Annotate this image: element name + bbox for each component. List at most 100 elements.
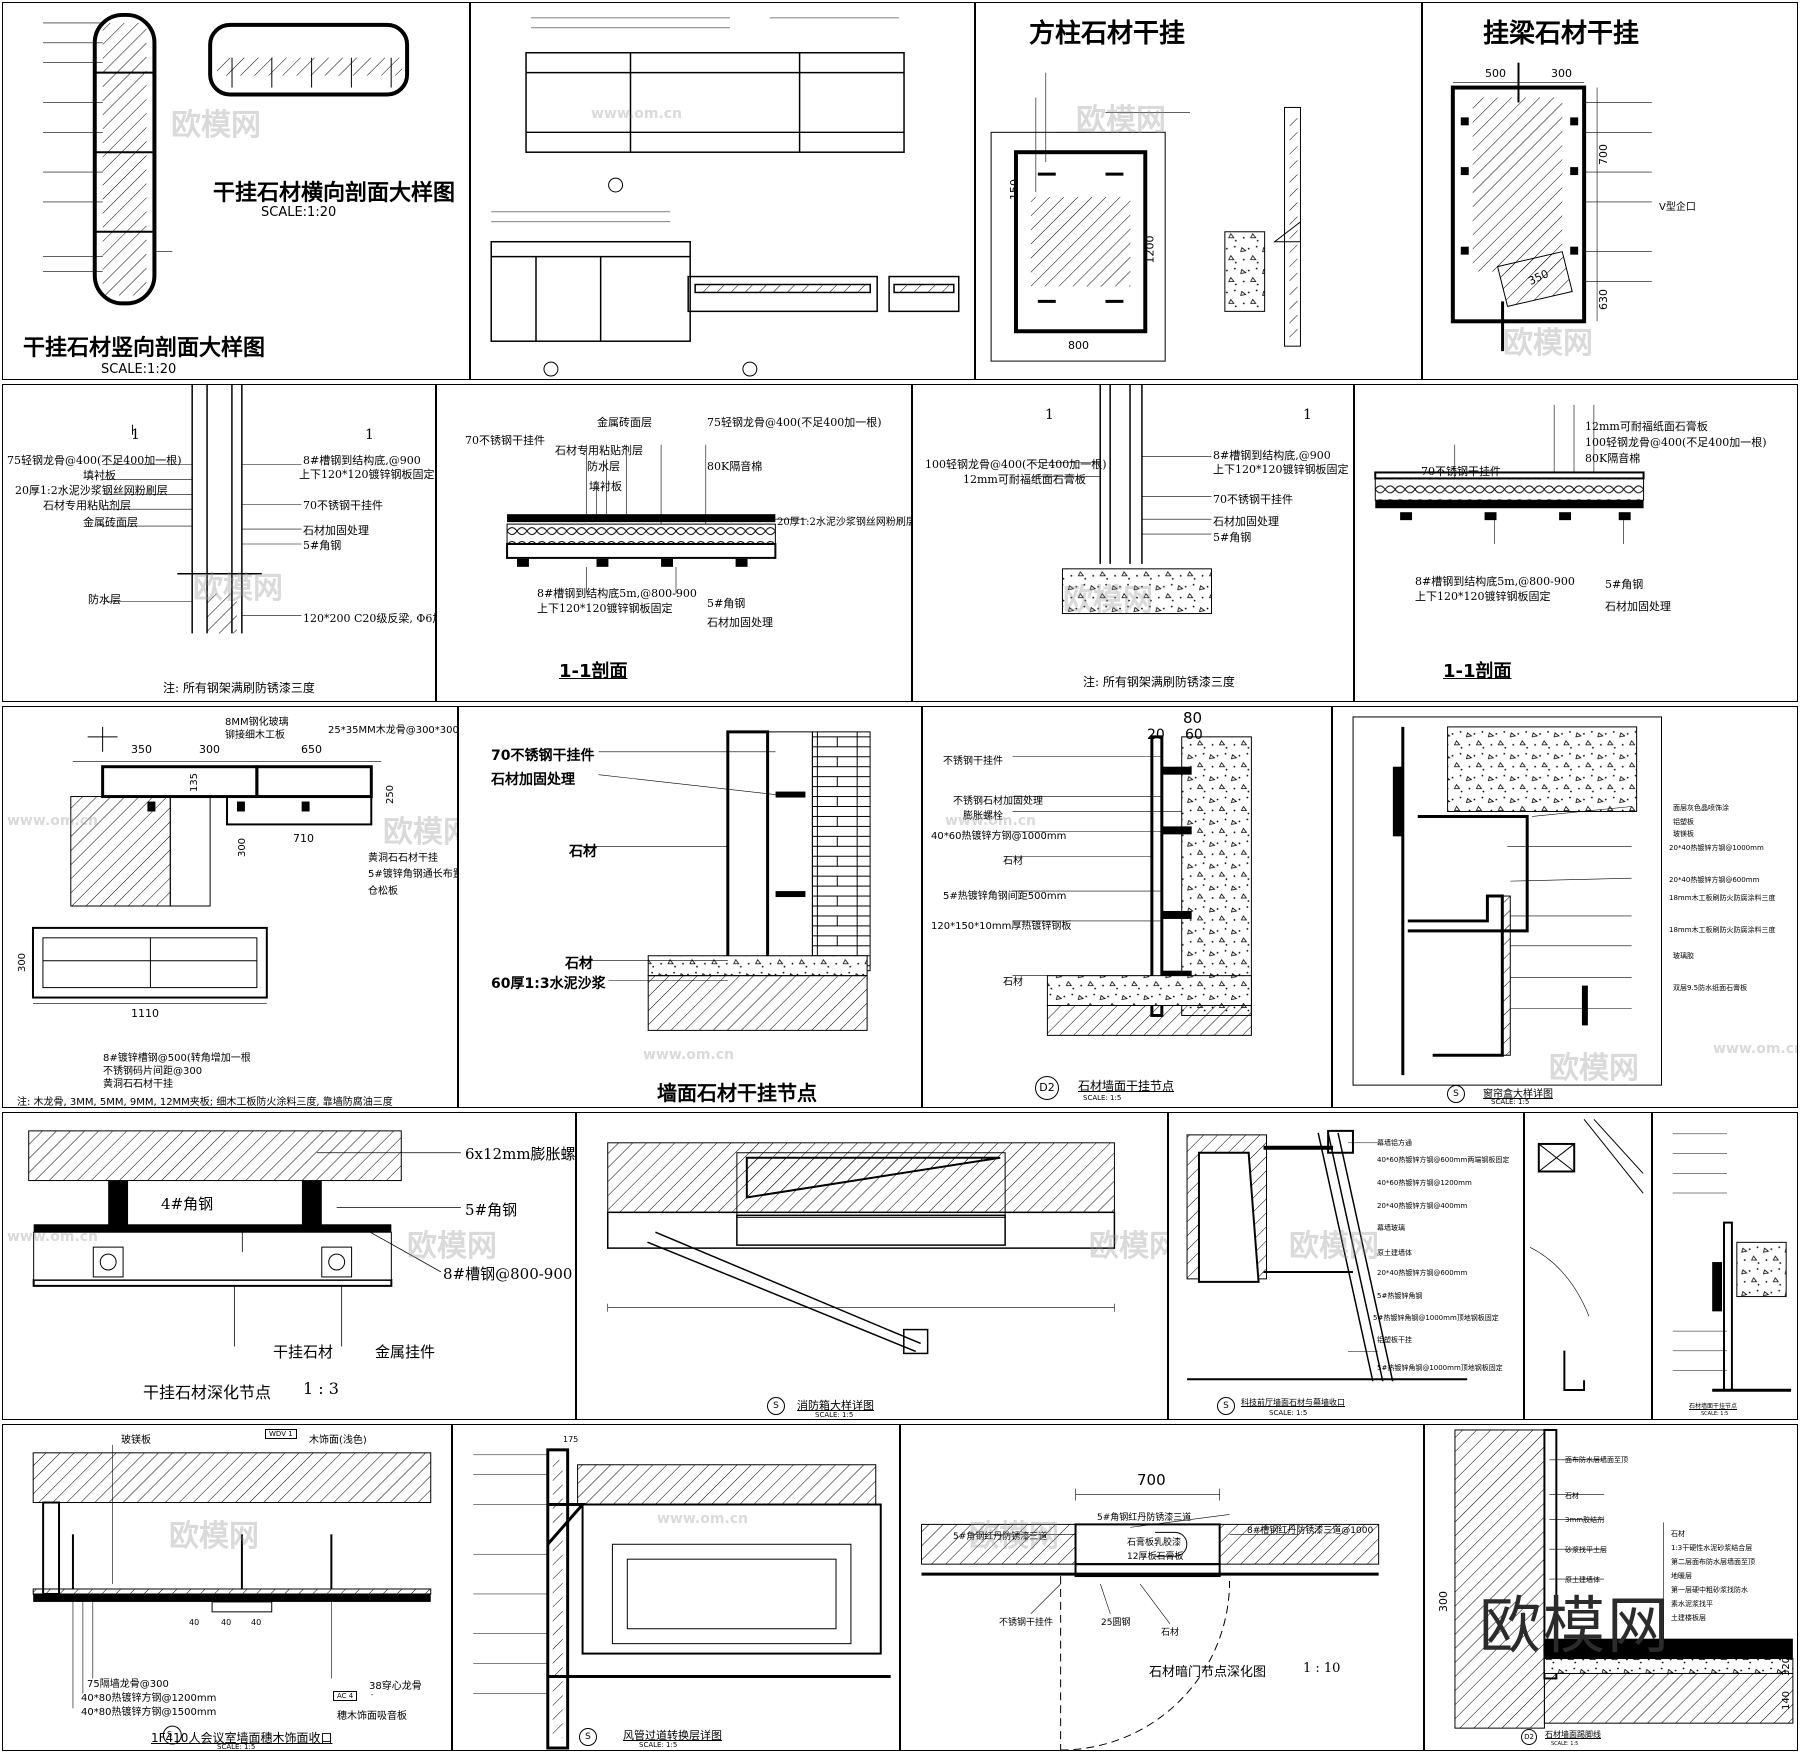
skirting-drawing <box>1454 1428 1794 1729</box>
dim: 80 <box>1183 709 1203 727</box>
panel-square-column: 方柱石材干挂 800 150 1200 欧模网 <box>975 2 1422 380</box>
panel-duct-corridor: 175 S 风管过道转换层详图 SCALE: 1:5 www.om.cn <box>452 1424 900 1751</box>
panel-title: 石材墙面干挂节点 <box>1689 1403 1738 1410</box>
label: 原土建墙体 <box>1565 1576 1600 1584</box>
label: 25圆钢 <box>1101 1618 1131 1628</box>
label: 8#槽钢到结构底5m,@800-900 <box>537 587 697 600</box>
tag-ac: AC 4 <box>333 1691 358 1701</box>
label: 5#热镀锌角钢@1000mm顶地钢板固定 <box>1377 1364 1503 1372</box>
label: 上下120*120镀锌钢板固定 <box>299 468 435 481</box>
tag-wdv: WDV 1 <box>265 1429 297 1439</box>
panel-corner-detail <box>1524 1112 1652 1420</box>
label: 75轻钢龙骨@400(不足400加一根) <box>707 416 882 429</box>
panel-stone-skirting: 面布防水层墙面至顶 石材 3mm胶结剂 砂浆找平土层 原土建墙体 石材 1:3干… <box>1424 1424 1798 1751</box>
section-1-1-a-drawing <box>506 444 808 594</box>
dim-700: 700 <box>1597 144 1610 165</box>
label: 3mm胶结剂 <box>1565 1516 1605 1524</box>
label: 上下120*120镀锌钢板固定 <box>1213 463 1349 476</box>
label: 60厚1:3水泥沙浆 <box>491 976 606 992</box>
label: 石膏板乳胶漆 <box>1127 1538 1182 1548</box>
label: 石材 <box>1565 1492 1579 1500</box>
label: 20*40热镀锌方钢@600mm <box>1377 1269 1468 1277</box>
label: 8#槽钢红丹防锈漆三道@1000 <box>1247 1526 1374 1536</box>
label: 土建楼板层 <box>1671 1614 1706 1622</box>
panel-scale: SCALE: 1:5 <box>1269 1409 1308 1417</box>
panel-scale: 1 : 3 <box>303 1379 339 1398</box>
panel-title: 窗帘盒大样详图 <box>1483 1089 1553 1100</box>
panel-title: 科技前厅墙面石材与幕墙收口 <box>1241 1398 1345 1407</box>
panel-note: 注: 所有钢架满刷防锈漆三度 <box>1083 675 1235 689</box>
label: 12厚板石膏板 <box>1127 1552 1184 1562</box>
label: 8#镀锌槽钢@500(转角增加一根 <box>103 1053 251 1064</box>
panel-1-1-section-a: 金属砖面层 75轻钢龙骨@400(不足400加一根) 70不锈钢干挂件 石材专用… <box>436 384 912 702</box>
panel-steel-frame-plans: www.om.cn <box>470 2 975 380</box>
label: 70不锈钢干挂件 <box>1213 493 1293 506</box>
panel-title: 1-1剖面 <box>1443 661 1512 682</box>
label: 120*200 C20级反梁, Φ6加强筋 <box>303 612 435 625</box>
label: 第二层面布防水层墙面至顶 <box>1671 1558 1755 1566</box>
label: 5#热镀锌角钢 <box>1377 1292 1423 1300</box>
label: 填衬板 <box>83 469 116 482</box>
label: 穗木饰面吸音板 <box>337 1711 407 1722</box>
mark-1-right: 1 <box>1303 407 1312 423</box>
panel-title: 1-1剖面 <box>559 661 628 682</box>
label: 黄洞石石材干挂 <box>368 853 438 864</box>
label: 干挂石材 <box>273 1343 334 1361</box>
curtain-wall-drawing <box>1186 1129 1468 1382</box>
label: 8#槽钢到结构底,@900 <box>1213 449 1331 462</box>
label: 40*60热镀锌方钢@1200mm <box>1377 1179 1472 1187</box>
label: 石材 <box>1161 1628 1180 1638</box>
label: 5#角钢 <box>1213 531 1252 544</box>
label: 石材加固处理 <box>1213 515 1279 528</box>
label: 双层9.5防水纸面石膏板 <box>1673 984 1748 992</box>
label: 40*80热镀锌方钢@1500mm <box>81 1707 217 1718</box>
label: 8#槽钢@800-900 <box>443 1265 573 1283</box>
label: 膨胀螺栓 <box>963 811 1003 822</box>
label: 幕墙铝方通 <box>1377 1139 1412 1147</box>
label: 石材专用粘贴剂层 <box>43 499 131 512</box>
panel-note: 注: 木龙骨, 3MM, 5MM, 9MM, 12MM夹板; 细木工板防火涂料三… <box>17 1097 393 1108</box>
label: 20*40热镀锌方钢@1000mm <box>1669 844 1764 852</box>
section-1-1-b-drawing <box>1374 404 1645 544</box>
panel-wall-section-b: 1 1 100轻钢龙骨@400(不足400加一根) 12mm可耐福纸面石膏板 8… <box>912 384 1354 702</box>
label: 5#角钢红丹防锈漆三道 <box>953 1532 1048 1542</box>
tag-dash: - <box>371 1691 374 1699</box>
label: 5#热镀锌角钢间距500mm <box>943 891 1067 902</box>
dim: 300 <box>199 743 220 756</box>
dim-300: 300 <box>1551 67 1572 80</box>
dim: 175 <box>563 1435 579 1444</box>
dim: 300 <box>17 952 29 973</box>
label: 20厚1:2水泥沙浆钢丝网粉刷层 <box>15 484 168 497</box>
dim: 140 <box>1781 1690 1793 1711</box>
panel-wall-section-a: 1 1 75轻钢龙骨@400(不足400加一根) 填衬板 20厚1:2水泥沙浆钢… <box>2 384 436 702</box>
label: 填衬板 <box>589 480 622 493</box>
label: 砂浆找平土层 <box>1565 1546 1607 1554</box>
label: 5#镀锌角钢通长布置 <box>368 869 458 880</box>
label: 40*60热镀锌方钢@1000mm <box>931 831 1067 842</box>
label: 5#角钢 <box>1605 578 1644 591</box>
stone-wall-node-drawing <box>1012 735 1252 1036</box>
label: 幕墙玻璃 <box>1377 1224 1405 1232</box>
label: 18mm木工板刷防火防腐涂料三度 <box>1669 894 1776 902</box>
label: 12mm可耐福纸面石膏板 <box>963 473 1086 486</box>
label: 70不锈钢干挂件 <box>491 748 595 764</box>
panel-title: 1F410人会议室墙面穗木饰面收口 <box>151 1731 333 1745</box>
label: 铆接细木工板 <box>225 730 285 741</box>
panel-note: 注: 所有钢架满刷防锈漆三度 <box>163 681 315 695</box>
wall-stone-node-drawing <box>578 730 871 1031</box>
mark-1-left: 1 <box>1045 407 1054 423</box>
drawing-badge: S <box>767 1397 785 1415</box>
label: 面层灰色晶喷饰涂 <box>1673 804 1729 812</box>
drawing-badge: S <box>167 1730 173 1739</box>
panel-1-1-section-b: 12mm可耐福纸面石膏板 100轻钢龙骨@400(不足400加一根) 80K隔音… <box>1354 384 1798 702</box>
duct-corridor-drawing <box>473 1448 891 1750</box>
dim: 40 <box>189 1618 200 1627</box>
panel-scale: SCALE: 1:5 <box>1551 1741 1579 1747</box>
panel-scale: SCALE: 1:5 <box>815 1411 854 1419</box>
dim-1200: 1200 <box>1143 235 1157 264</box>
panel-title: 石材暗门节点深化图 <box>1149 1665 1267 1680</box>
panel-scale: SCALE: 1:5 <box>1491 1098 1530 1106</box>
panel-scale-horizontal: SCALE:1:20 <box>261 205 337 220</box>
stone-section-drawing <box>43 12 410 306</box>
label: 仓松板 <box>368 886 398 897</box>
